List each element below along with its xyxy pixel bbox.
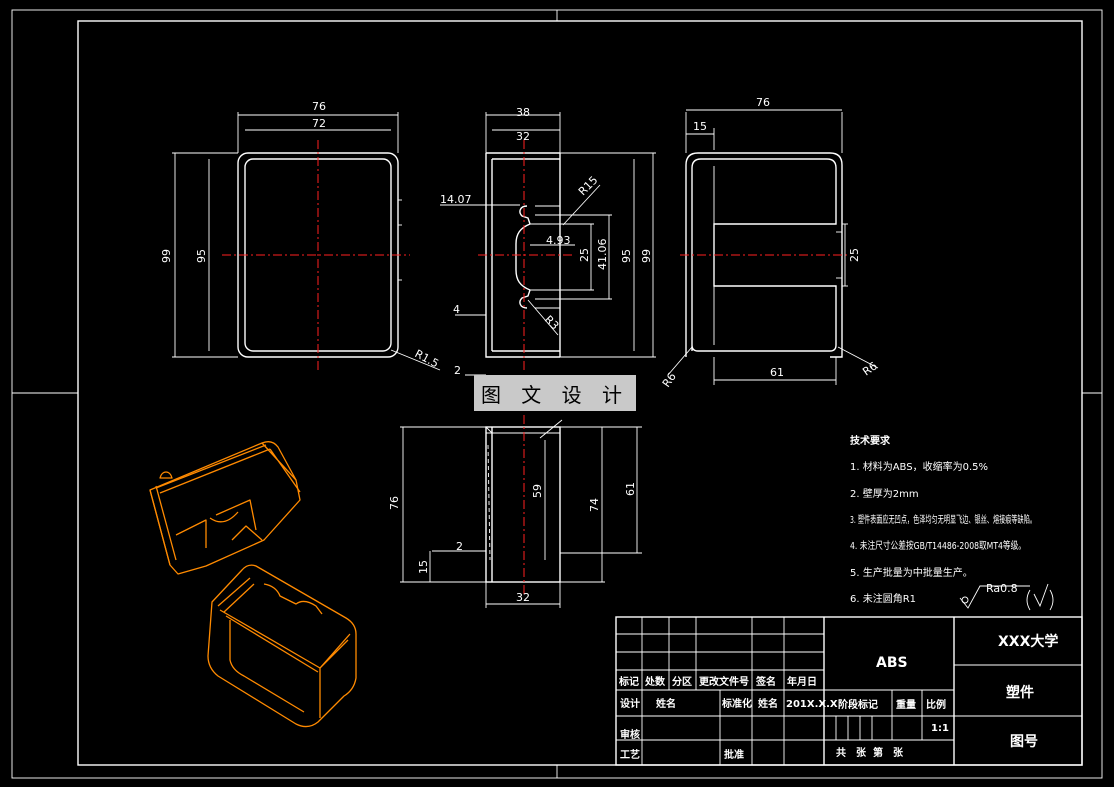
tb-sign: 签名 xyxy=(755,675,776,688)
tb-review: 审核 xyxy=(620,728,640,741)
note-item-2: 2. 壁厚为2mm xyxy=(850,487,919,500)
dim-side-1407: 14.07 xyxy=(440,193,472,206)
note-item-4: 4. 未注尺寸公差按GB/T14486-2008取MT4等级。 xyxy=(850,539,1026,552)
dim-rear-76: 76 xyxy=(756,96,770,109)
dim-side-38: 38 xyxy=(516,106,530,119)
dim-side-95: 95 xyxy=(620,249,633,263)
dim-front-99: 99 xyxy=(160,249,173,263)
dim-bottom-74: 74 xyxy=(588,498,601,512)
tb-scale: 比例 xyxy=(926,698,946,711)
dim-rear-15: 15 xyxy=(693,120,707,133)
note-item-1: 1. 材料为ABS，收缩率为0.5% xyxy=(850,460,988,473)
tb-part: 塑件 xyxy=(1006,684,1034,701)
dim-rear-r6-right: R6 xyxy=(860,359,879,378)
tb-design: 设计 xyxy=(620,697,640,710)
tb-name: 姓名 xyxy=(655,697,676,710)
tb-sheets: 共 张 第 张 xyxy=(836,746,904,759)
dim-bottom-15: 15 xyxy=(417,560,430,574)
dim-front-r15: R1.5 xyxy=(413,347,441,370)
dim-side-493: 4.93 xyxy=(546,234,571,247)
dim-side-2: 2 xyxy=(454,364,461,377)
tb-scale-value: 1:1 xyxy=(931,723,949,734)
sheet-border xyxy=(11,9,1103,779)
note-item-6: 6. 未注圆角R1 xyxy=(850,592,916,605)
note-item-5: 5. 生产批量为中批量生产。 xyxy=(850,566,973,579)
dim-side-32: 32 xyxy=(516,130,530,143)
tb-mark: 标记 xyxy=(618,675,639,688)
dim-bottom-61: 61 xyxy=(624,482,637,496)
dim-side-4: 4 xyxy=(453,303,460,316)
rear-view: 76 15 25 61 R6 R6 xyxy=(660,96,880,390)
dim-bottom-76: 76 xyxy=(388,496,401,510)
tb-date: 年月日 xyxy=(787,675,817,688)
tb-school: XXX大学 xyxy=(998,633,1058,650)
dim-side-r3: R3 xyxy=(542,313,562,333)
dim-bottom-2: 2 xyxy=(456,540,463,553)
bottom-view: 76 59 74 61 2 15 32 xyxy=(388,415,642,608)
tb-date-value: 201X.X.X xyxy=(786,699,838,710)
dim-side-25: 25 xyxy=(578,248,591,262)
dim-front-76: 76 xyxy=(312,100,326,113)
side-view: 38 32 14.07 R15 4.93 25 41.06 95 99 4 R3… xyxy=(440,106,656,377)
title-block: 标记 处数 分区 更改文件号 签名 年月日 设计 姓名 标准化 姓名 201X.… xyxy=(615,616,1083,766)
dim-side-4106: 41.06 xyxy=(596,239,609,271)
dim-side-r15: R15 xyxy=(576,174,600,198)
tb-drawing-no: 图号 xyxy=(1010,734,1038,750)
tb-count: 处数 xyxy=(644,675,666,688)
tb-zone: 分区 xyxy=(672,675,692,688)
dim-side-99: 99 xyxy=(640,249,653,263)
tb-weight: 重量 xyxy=(896,698,916,711)
dim-rear-r6-left: R6 xyxy=(660,370,679,389)
isometric-view-bottom xyxy=(207,564,357,728)
tb-standard: 标准化 xyxy=(721,697,752,710)
dim-front-72: 72 xyxy=(312,117,326,130)
technical-notes: 技术要求 1. 材料为ABS，收缩率为0.5% 2. 壁厚为2mm 3. 塑件表… xyxy=(850,434,1036,605)
dim-rear-61: 61 xyxy=(770,366,784,379)
note-item-3: 3. 塑件表面应无凹点，色泽均匀无明显飞边、银丝、熔接痕等缺陷。 xyxy=(850,513,1036,526)
roughness-symbol: Ra0.8 xyxy=(959,582,1054,611)
tb-approve: 批准 xyxy=(724,748,744,761)
tb-docno: 更改文件号 xyxy=(699,675,749,688)
watermark-label: 图 文 设 计 xyxy=(474,375,636,411)
roughness-value: Ra0.8 xyxy=(986,582,1018,595)
notes-title: 技术要求 xyxy=(850,434,891,447)
tb-stage: 阶段标记 xyxy=(838,698,878,711)
tb-process: 工艺 xyxy=(620,748,640,761)
front-view: 76 72 99 95 R1.5 xyxy=(160,100,441,372)
dim-bottom-59: 59 xyxy=(531,484,544,498)
tb-material: ABS xyxy=(876,655,908,671)
dim-bottom-32: 32 xyxy=(516,591,530,604)
isometric-view-top xyxy=(149,441,301,575)
dim-front-95: 95 xyxy=(195,249,208,263)
dim-rear-25: 25 xyxy=(848,248,861,262)
tb-name2: 姓名 xyxy=(757,697,778,710)
